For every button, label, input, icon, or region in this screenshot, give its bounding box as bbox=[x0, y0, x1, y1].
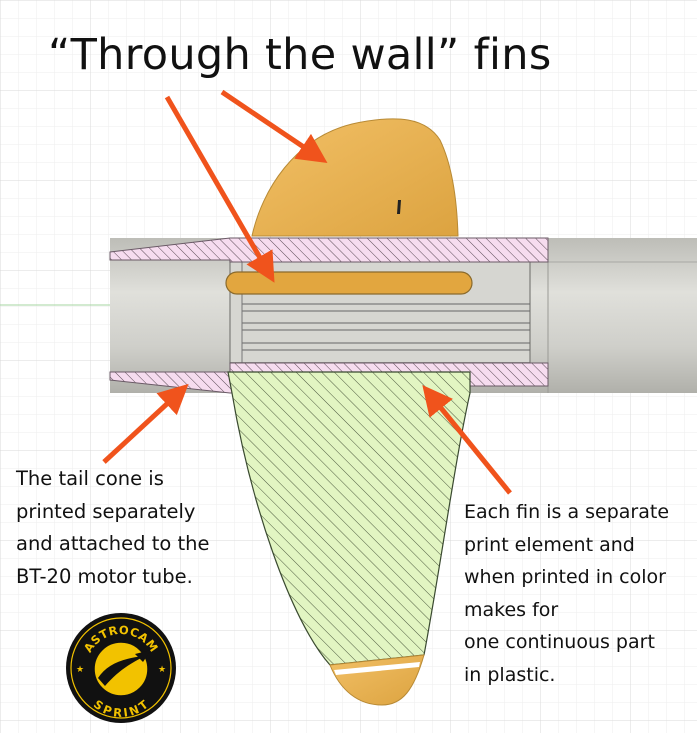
upper-fin-hole bbox=[397, 200, 401, 214]
fin-note-line: when printed in color bbox=[464, 566, 666, 588]
fin-note-line: one continuous part bbox=[464, 631, 655, 653]
svg-text:★: ★ bbox=[76, 665, 84, 675]
tail-cone-note: The tail cone is printed separately and … bbox=[16, 463, 210, 593]
upper-fin bbox=[251, 118, 459, 237]
tail-note-line: and attached to the bbox=[16, 532, 210, 555]
fin-note-line: makes for bbox=[464, 598, 559, 621]
arrow-to-fin-tab bbox=[164, 95, 275, 283]
fin-tab-slot bbox=[225, 271, 473, 295]
astrocam-sprint-logo: ASTROCAM SPRINT ★ ★ bbox=[66, 613, 176, 723]
fin-note: Each fin is a separate print element and… bbox=[464, 496, 669, 691]
diagram-title: “Through the wall” fins bbox=[48, 30, 552, 80]
fin-note-line: print element and bbox=[464, 533, 635, 556]
logo-bottom-text: SPRINT bbox=[91, 697, 151, 720]
arrow-to-lower-fin bbox=[422, 385, 512, 495]
tail-note-line: BT-20 motor tube. bbox=[16, 564, 193, 588]
svg-text:★: ★ bbox=[158, 665, 166, 675]
rocket-swoosh-icon bbox=[98, 650, 151, 686]
tail-note-line: printed separately bbox=[16, 499, 196, 523]
fin-note-line: in plastic. bbox=[464, 663, 556, 686]
tail-cone-top-section bbox=[109, 237, 549, 263]
arrow-to-tail-cone bbox=[102, 383, 189, 464]
fin-note-line: Each fin is a separate bbox=[464, 501, 670, 523]
tail-note-line: The tail cone is bbox=[16, 467, 164, 490]
arrow-to-upper-fin bbox=[220, 89, 328, 164]
